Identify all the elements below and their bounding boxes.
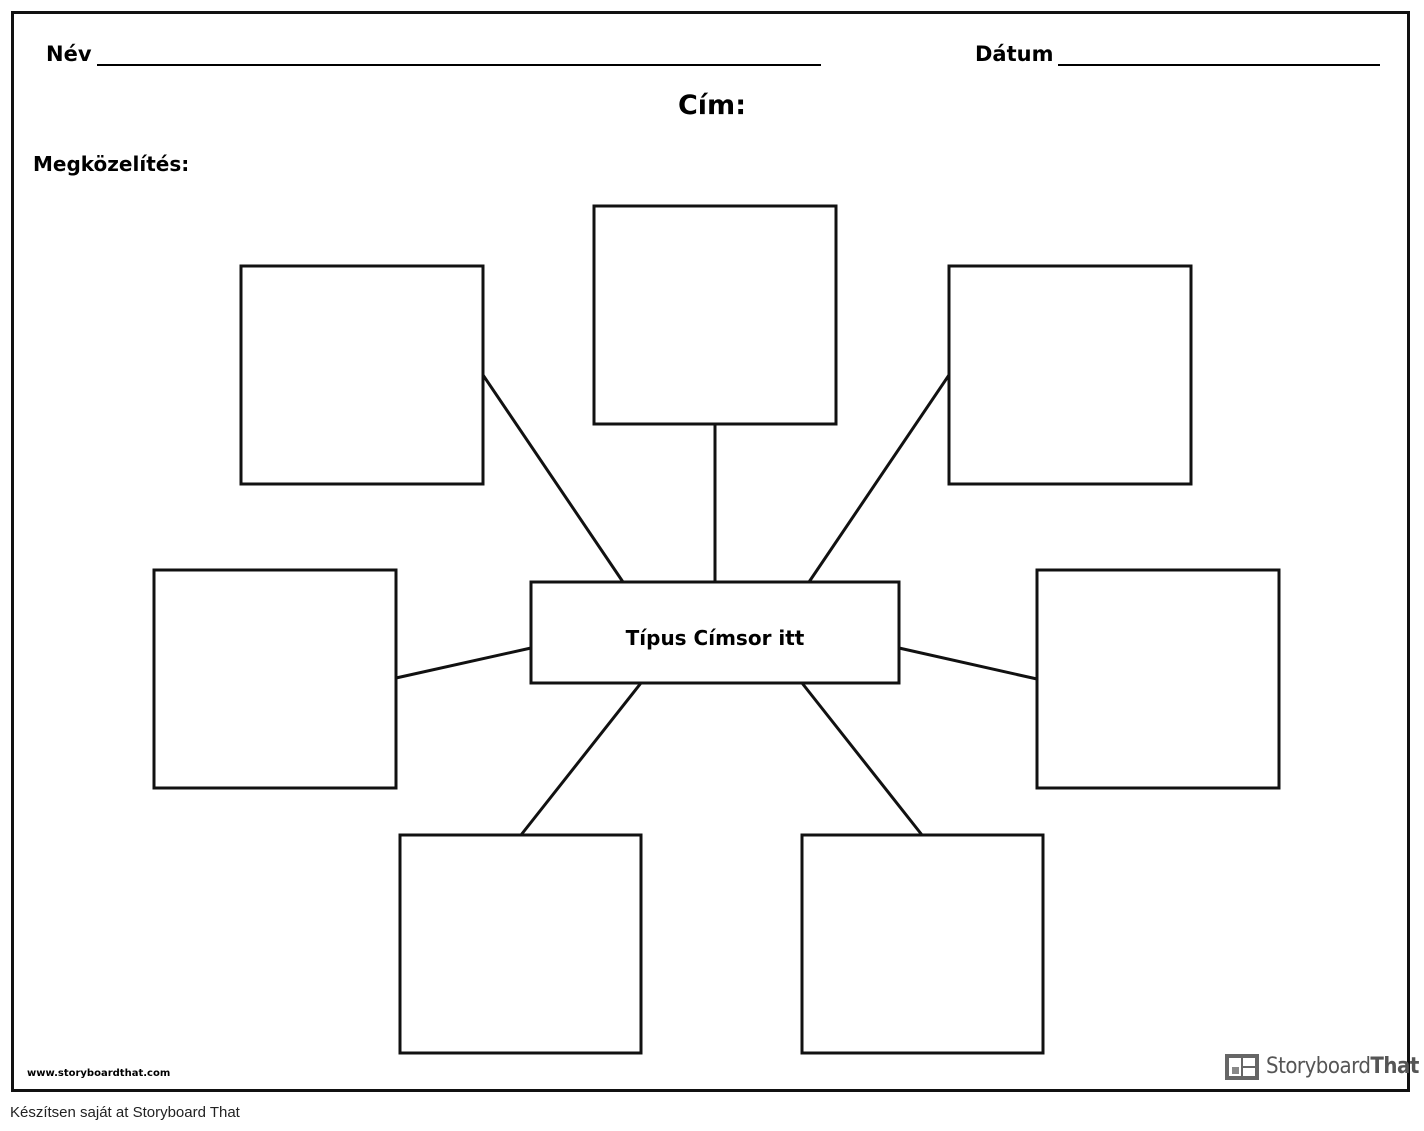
- center-box-text: Típus Címsor itt: [626, 626, 805, 650]
- website-url[interactable]: www.storyboardthat.com: [27, 1068, 171, 1079]
- outer-box-right[interactable]: [1035, 568, 1281, 790]
- footer-caption[interactable]: Készítsen saját at Storyboard That: [10, 1104, 240, 1121]
- outer-box-top-left[interactable]: [239, 264, 485, 486]
- storyboard-grid-icon: [1224, 1053, 1260, 1080]
- page-title: Cím:: [677, 90, 746, 121]
- approach-label: Megközelítés:: [33, 152, 190, 176]
- name-field-line[interactable]: [97, 64, 821, 66]
- center-box[interactable]: [529, 580, 901, 685]
- connector-line: [519, 682, 643, 836]
- date-label: Dátum: [975, 42, 1054, 66]
- connector-line: [481, 374, 625, 583]
- connector-line: [395, 646, 532, 680]
- logo-text-storyboard: Storyboard: [1266, 1053, 1371, 1079]
- connector-line: [800, 682, 924, 836]
- outer-box-left[interactable]: [152, 568, 398, 790]
- connector-line: [898, 646, 1038, 681]
- outer-box-bottom-left[interactable]: [398, 833, 643, 1055]
- outer-box-top-right[interactable]: [947, 264, 1193, 486]
- date-field-line[interactable]: [1058, 64, 1380, 66]
- logo-text-that: That: [1370, 1053, 1419, 1079]
- connector-line: [807, 374, 951, 583]
- worksheet-frame: [11, 11, 1410, 1092]
- outer-box-bottom-right[interactable]: [800, 833, 1045, 1055]
- name-label: Név: [46, 42, 92, 66]
- storyboardthat-logo[interactable]: StoryboardThat: [1224, 1053, 1419, 1080]
- outer-box-top[interactable]: [592, 204, 838, 426]
- logo-wordmark: StoryboardThat: [1266, 1054, 1419, 1079]
